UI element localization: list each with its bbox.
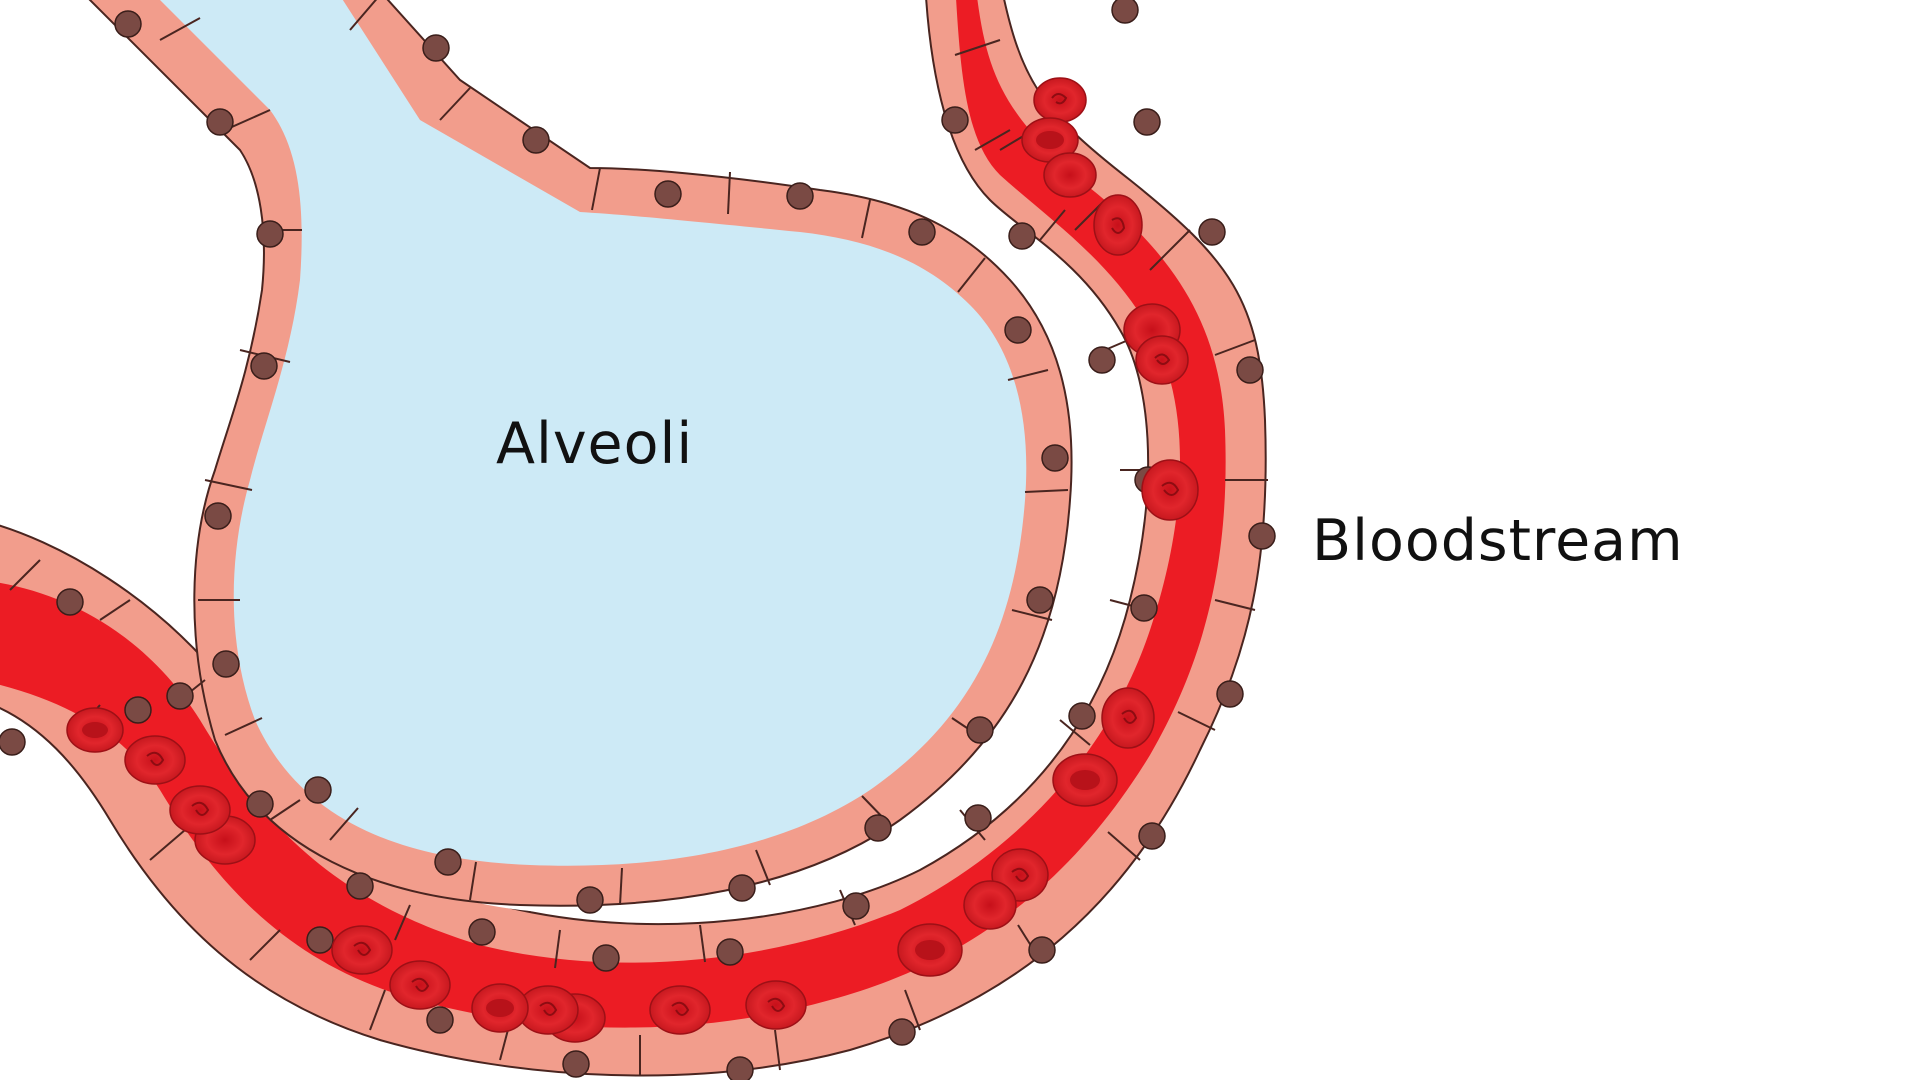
nucleus [1130, 594, 1158, 622]
nucleus [562, 1050, 590, 1078]
nucleus [0, 728, 26, 756]
nucleus [1133, 108, 1161, 136]
nucleus [522, 126, 550, 154]
nucleus [1111, 0, 1139, 24]
nucleus [1088, 346, 1116, 374]
nucleus [908, 218, 936, 246]
alveoli-label: Alveoli [496, 411, 694, 477]
nucleus [346, 872, 374, 900]
nucleus [1028, 936, 1056, 964]
nucleus [592, 944, 620, 972]
red-blood-cell [897, 923, 963, 977]
nucleus [966, 716, 994, 744]
nucleus [204, 502, 232, 530]
nucleus [864, 814, 892, 842]
nucleus [726, 1056, 754, 1080]
nucleus [1248, 522, 1276, 550]
nucleus [941, 106, 969, 134]
alveolus-air-space [160, 0, 1027, 866]
nucleus [1138, 822, 1166, 850]
red-blood-cell [169, 785, 231, 835]
nucleus [576, 886, 604, 914]
nucleus [166, 682, 194, 710]
nucleus [888, 1018, 916, 1046]
red-blood-cell [1043, 152, 1097, 198]
nucleus [716, 938, 744, 966]
nucleus [426, 1006, 454, 1034]
nucleus [1068, 702, 1096, 730]
nucleus [206, 108, 234, 136]
nucleus [246, 790, 274, 818]
red-blood-cell [124, 735, 186, 785]
nucleus [434, 848, 462, 876]
nucleus [250, 352, 278, 380]
capillary-nuclei [0, 0, 1276, 1080]
nucleus [212, 650, 240, 678]
nucleus [1026, 586, 1054, 614]
red-blood-cell [471, 983, 529, 1033]
nucleus [728, 874, 756, 902]
nucleus [468, 918, 496, 946]
bloodstream-label: Bloodstream [1312, 508, 1684, 574]
red-blood-cell [1093, 194, 1143, 256]
red-blood-cell [649, 985, 711, 1035]
red-blood-cell [745, 980, 807, 1030]
nucleus [1216, 680, 1244, 708]
nucleus [306, 926, 334, 954]
red-blood-cell [963, 880, 1017, 930]
red-blood-cells [66, 77, 1199, 1043]
red-blood-cell [389, 960, 451, 1010]
nucleus [124, 696, 152, 724]
nucleus [654, 180, 682, 208]
nucleus [304, 776, 332, 804]
red-blood-cell [331, 925, 393, 975]
nucleus [786, 182, 814, 210]
nucleus [114, 10, 142, 38]
red-blood-cell [1135, 335, 1189, 385]
nucleus [56, 588, 84, 616]
alveolus-nuclei [114, 10, 1069, 914]
nucleus [842, 892, 870, 920]
nucleus [1041, 444, 1069, 472]
red-blood-cell [1101, 687, 1155, 749]
nucleus [1236, 356, 1264, 384]
nucleus [1004, 316, 1032, 344]
nucleus [256, 220, 284, 248]
red-blood-cell [1052, 753, 1118, 807]
alveolus [88, 0, 1073, 907]
nucleus [422, 34, 450, 62]
nucleus [1198, 218, 1226, 246]
red-blood-cell [1141, 459, 1199, 521]
alveolus-cell-borders [159, 0, 1069, 906]
nucleus [1008, 222, 1036, 250]
red-blood-cell [1033, 77, 1087, 123]
nucleus [964, 804, 992, 832]
red-blood-cell [66, 707, 124, 753]
